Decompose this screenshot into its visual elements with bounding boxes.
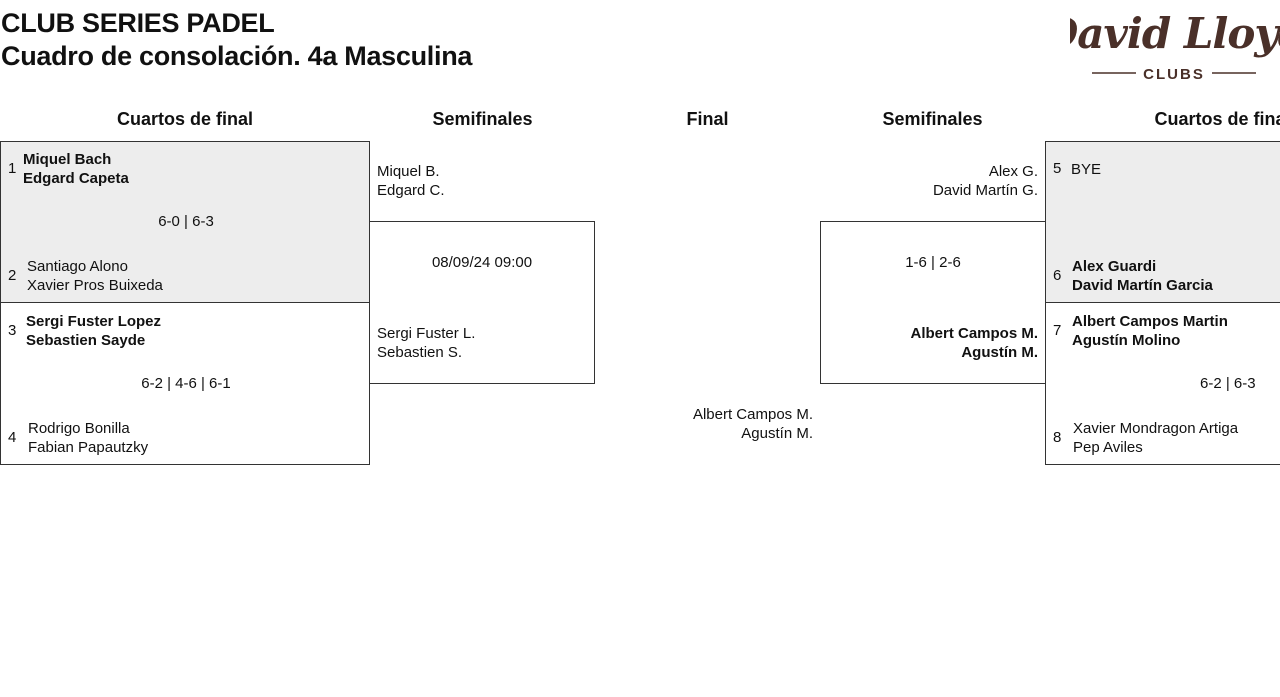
player-name: Santiago Alono (27, 258, 128, 275)
semi-player-name: Miquel B. (377, 163, 440, 180)
seed-number: 4 (8, 429, 17, 446)
right-quarter-match-1[interactable]: 5 BYE 6 Alex Guardi David Martín Garcia (1045, 141, 1280, 303)
final-player-name: Agustín M. (741, 425, 813, 442)
final-player-name: Albert Campos M. (692, 406, 813, 423)
page-title: CLUB SERIES PADEL (1, 8, 275, 38)
player-name: BYE (1071, 161, 1102, 178)
round-header-right-quarters: Cuartos de final (1154, 109, 1280, 129)
player-name: Edgard Capeta (23, 170, 129, 187)
round-header-left-quarters: Cuartos de final (116, 109, 254, 129)
right-semi-match[interactable]: 1-6 | 2-6 Albert Campos M. Agustín M. (820, 221, 1046, 384)
right-quarter-match-2[interactable]: 7 Albert Campos Martin Agustín Molino 6-… (1045, 302, 1280, 465)
round-header-final: Final (686, 109, 729, 129)
player-name: Sebastien Sayde (26, 332, 146, 349)
semi-player-name: David Martín G. (932, 182, 1038, 199)
seed-number: 8 (1053, 429, 1062, 446)
player-name: Xavier Mondragon Artiga (1073, 420, 1239, 437)
round-header-right-semis: Semifinales (882, 109, 983, 129)
semi-player-name: Edgard C. (377, 182, 445, 199)
seed-number: 2 (8, 267, 17, 284)
player-name: Agustín Molino (1072, 332, 1181, 349)
semi-player-name: Albert Campos M. (910, 325, 1038, 342)
player-name: Albert Campos Martin (1072, 313, 1228, 330)
match-score: 6-0 | 6-3 (158, 213, 214, 230)
semi-player-name: Sebastien S. (377, 344, 463, 361)
david-lloyd-logo: David Lloyd CLUBS (1070, 9, 1280, 83)
match-datetime: 08/09/24 09:00 (431, 254, 533, 271)
semi-player-name: Alex G. (988, 163, 1038, 180)
player-name: Rodrigo Bonilla (28, 420, 130, 437)
seed-number: 6 (1053, 267, 1062, 284)
player-name: Xavier Pros Buixeda (27, 277, 163, 294)
match-score: 6-2 | 6-3 (1200, 375, 1256, 392)
seed-number: 1 (8, 160, 17, 177)
page-subtitle: Cuadro de consolación. 4a Masculina (1, 41, 473, 71)
semi-player-name: Sergi Fuster L. (377, 325, 476, 342)
svg-text:CLUBS: CLUBS (1143, 66, 1205, 83)
match-score: 1-6 | 2-6 (905, 254, 961, 271)
seed-number: 3 (8, 322, 17, 339)
player-name: Alex Guardi (1072, 258, 1157, 275)
seed-number: 5 (1053, 160, 1062, 177)
match-score: 6-2 | 4-6 | 6-1 (141, 375, 231, 392)
player-name: Miquel Bach (23, 151, 112, 168)
svg-text:David Lloyd: David Lloyd (1070, 9, 1280, 58)
player-name: Sergi Fuster Lopez (26, 313, 162, 330)
left-semi-match[interactable]: 08/09/24 09:00 Sergi Fuster L. Sebastien… (369, 221, 595, 384)
player-name: Fabian Papautzky (28, 439, 149, 456)
seed-number: 7 (1053, 322, 1062, 339)
left-quarter-match-2[interactable]: 3 Sergi Fuster Lopez Sebastien Sayde 6-2… (0, 302, 370, 465)
player-name: David Martín Garcia (1072, 277, 1213, 294)
left-quarter-match-1[interactable]: 1 Miquel Bach Edgard Capeta 6-0 | 6-3 2 … (0, 141, 370, 303)
round-header-left-semis: Semifinales (432, 109, 533, 129)
player-name: Pep Aviles (1073, 439, 1143, 456)
semi-player-name: Agustín M. (961, 344, 1038, 361)
